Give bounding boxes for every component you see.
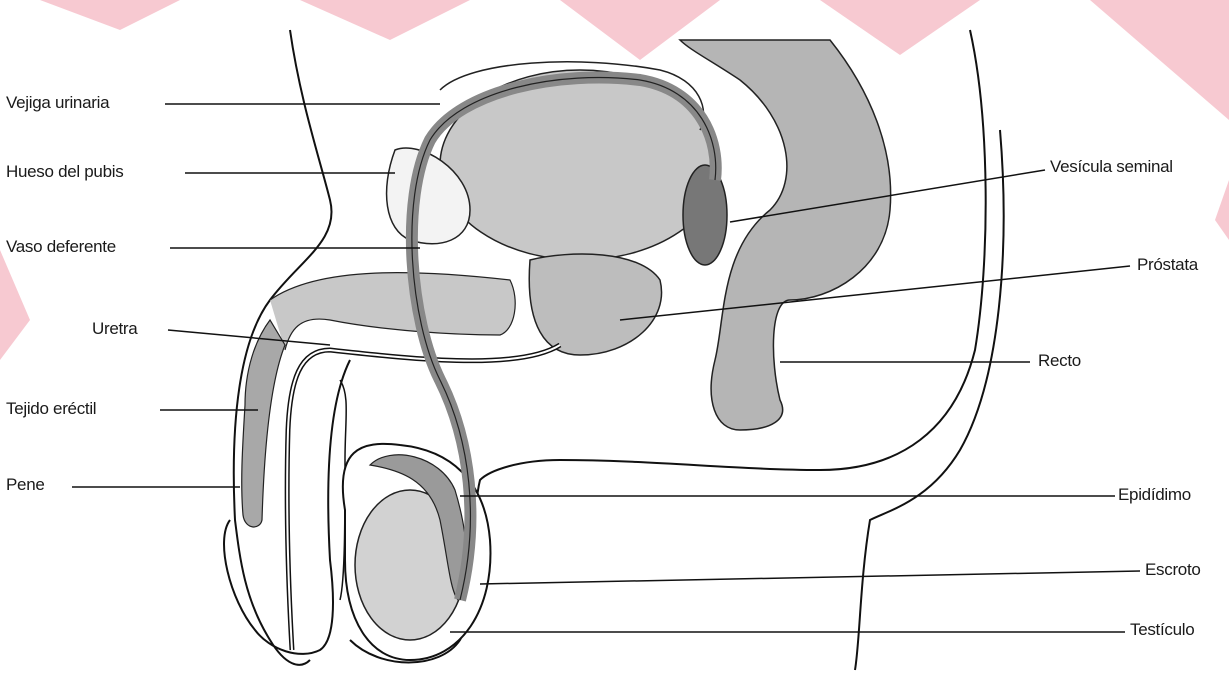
leader-prostata [620, 266, 1130, 320]
label-escroto: Escroto [1145, 560, 1201, 580]
label-epididimo: Epidídimo [1118, 485, 1191, 505]
prostate-shape [529, 254, 661, 355]
label-vesicula: Vesícula seminal [1050, 157, 1173, 177]
label-tejido: Tejido eréctil [6, 399, 96, 419]
erectile-tissue-top [270, 273, 515, 350]
label-vaso: Vaso deferente [6, 237, 116, 257]
label-pubis: Hueso del pubis [6, 162, 123, 182]
label-recto: Recto [1038, 351, 1081, 371]
label-uretra: Uretra [92, 319, 137, 339]
label-vejiga: Vejiga urinaria [6, 93, 109, 113]
label-pene: Pene [6, 475, 45, 495]
erectile-tissue-shaft [242, 320, 285, 527]
leader-escroto [480, 571, 1140, 584]
label-prostata: Próstata [1137, 255, 1198, 275]
label-testiculo: Testículo [1130, 620, 1194, 640]
